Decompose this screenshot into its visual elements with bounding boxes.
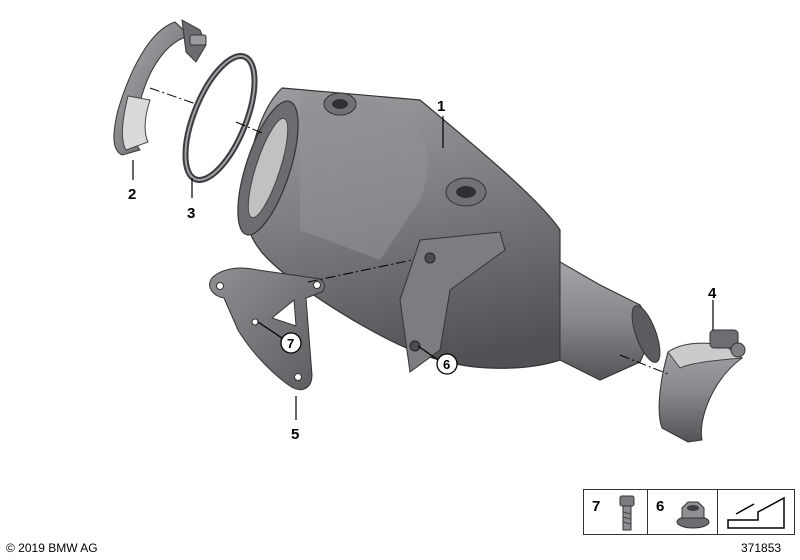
flange-nut-icon <box>676 501 710 529</box>
bolt-icon <box>619 495 635 531</box>
arrow-symbol-icon <box>727 496 785 529</box>
catalytic-converter <box>237 87 661 381</box>
legend-cell-bolt: 7 <box>584 490 648 534</box>
v-band-clamp <box>113 19 207 156</box>
legend-cell-arrow <box>718 490 794 534</box>
callout-5: 5 <box>291 426 299 443</box>
callout-1: 1 <box>437 98 445 115</box>
callout-3: 3 <box>187 205 195 222</box>
assembly-lines <box>149 87 669 375</box>
pipe-clamp <box>658 329 746 443</box>
leader-lines <box>132 116 714 420</box>
callout-7: 7 <box>287 336 294 351</box>
legend-cell-nut: 6 <box>648 490 718 534</box>
callout-7-circle <box>280 332 302 354</box>
legend-bolt-number: 7 <box>592 498 601 515</box>
callout-4: 4 <box>708 285 717 302</box>
diagram-id: 371853 <box>741 541 782 555</box>
legend-nut-number: 6 <box>656 498 665 515</box>
copyright-text: © 2019 BMW AG <box>6 541 98 555</box>
gasket-ring <box>182 53 258 183</box>
callout-2: 2 <box>128 186 136 203</box>
callout-6-circle <box>436 353 458 375</box>
callout-6: 6 <box>443 357 450 372</box>
bracket <box>209 267 325 390</box>
parts-legend: 7 6 <box>583 489 795 535</box>
